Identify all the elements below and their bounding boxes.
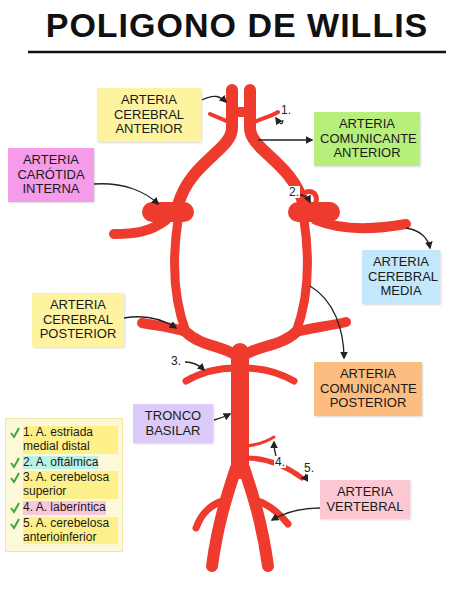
legend-text: 5. A. cerebelosa anterioinferior [23,517,118,545]
callout-number: 5. [303,462,315,474]
callout-number: 3. [170,355,182,367]
label-box: ARTERIA COMUNICANTE ANTERIOR [314,112,420,166]
callout-number: 4. [274,456,286,468]
legend-entry: 5. A. cerebelosa anterioinferior [10,517,118,545]
callout-number: 1. [280,104,292,116]
box-text: ARTERIA CEREBRAL MEDIA [368,255,434,299]
legend-box: 1. A. estriada medial distal 2. A. oftálm… [5,418,123,552]
leader-lines [94,96,430,520]
legend-text: 3. A. cerebelosa superior [23,471,118,499]
label-box: ARTERIA VERTEBRAL [320,480,410,519]
check-mark [10,457,20,469]
box-text: TRONCO BASILAR [139,409,207,438]
legend-entry: 4. A. laberíntica [10,501,118,515]
check-mark [10,472,20,484]
label-box: TRONCO BASILAR [133,404,213,443]
check-mark [10,518,20,530]
box-text: ARTERIA COMUNICANTE ANTERIOR [320,117,414,161]
diagram-title: POLIGONO DE WILLIS [0,6,474,45]
legend-entry: 1. A. estriada medial distal [10,426,118,454]
label-box: ARTERIA CEREBRAL ANTERIOR [97,88,201,142]
box-text: ARTERIA COMUNICANTE POSTERIOR [320,367,416,411]
label-box: ARTERIA COMUNICANTE POSTERIOR [314,362,422,416]
legend-entry: 2. A. oftálmica [10,456,118,470]
check-mark [10,502,20,514]
box-text: ARTERIA CARÓTIDA INTERNA [14,153,88,197]
label-box: ARTERIA CEREBRAL POSTERIOR [32,293,124,347]
box-text: ARTERIA CEREBRAL POSTERIOR [38,298,118,342]
legend-entry: 3. A. cerebelosa superior [10,471,118,499]
check-mark [10,427,20,439]
title-underline [28,51,446,54]
label-box: ARTERIA CEREBRAL MEDIA [362,250,440,304]
legend-text: 4. A. laberíntica [23,501,106,515]
legend-text: 2. A. oftálmica [23,456,98,470]
box-text: ARTERIA VERTEBRAL [326,485,404,514]
callout-number: 2. [288,186,300,198]
box-text: ARTERIA CEREBRAL ANTERIOR [103,93,195,137]
legend-text: 1. A. estriada medial distal [23,426,118,454]
label-box: ARTERIA CARÓTIDA INTERNA [8,148,94,202]
